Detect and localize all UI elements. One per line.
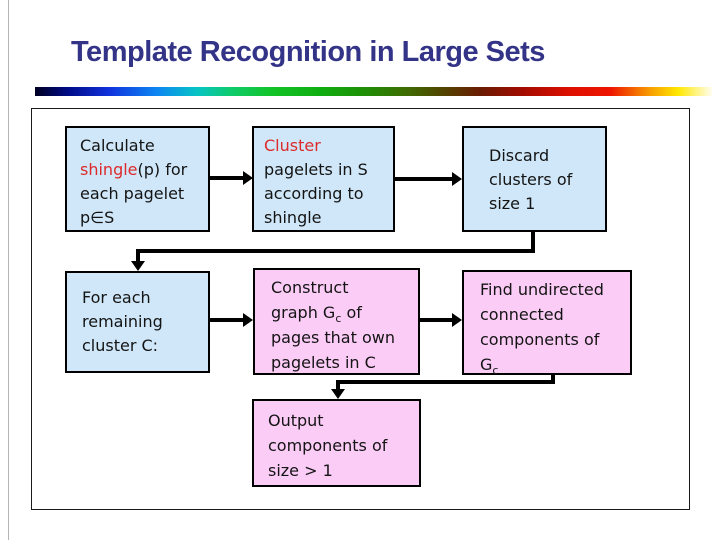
arrow-foreach-to-construct bbox=[210, 313, 253, 327]
subscript: c bbox=[335, 312, 342, 326]
diagram-frame bbox=[31, 108, 690, 510]
box-line: shingle(p) for bbox=[80, 158, 204, 182]
highlighted-word: Cluster bbox=[264, 136, 321, 155]
flow-box-construct-graph: Construct graph Gc of pages that own pag… bbox=[253, 268, 420, 375]
box-line: connected bbox=[480, 305, 564, 324]
box-line: pagelets in S bbox=[264, 160, 368, 179]
box-line: each pagelet bbox=[80, 184, 185, 203]
flow-box-output-components: Output components of size > 1 bbox=[252, 399, 421, 487]
box-line: remaining bbox=[82, 312, 163, 331]
box-line-post: of bbox=[341, 303, 362, 322]
box-line: cluster C: bbox=[82, 336, 159, 355]
flow-box-discard-clusters: Discard clusters of size 1 bbox=[462, 126, 607, 232]
arrow-calculate-to-cluster bbox=[210, 171, 253, 185]
arrow-find-to-output bbox=[331, 375, 555, 399]
box-line: pagelets in C bbox=[271, 353, 376, 372]
box-line-pre: G bbox=[480, 355, 493, 374]
subscript: c bbox=[492, 364, 499, 378]
slide-title: Template Recognition in Large Sets bbox=[71, 36, 545, 68]
box-line: Find undirected bbox=[480, 280, 604, 299]
box-line: components of bbox=[480, 330, 600, 349]
box-line: size 1 bbox=[489, 194, 536, 213]
flow-box-foreach-cluster: For each remaining cluster C: bbox=[65, 271, 210, 373]
box-line: Output bbox=[268, 411, 324, 430]
rainbow-divider-bar bbox=[35, 87, 712, 96]
arrow-cluster-to-discard bbox=[395, 172, 462, 186]
box-line: size > 1 bbox=[268, 461, 333, 480]
box-line: graph Gc of bbox=[271, 300, 416, 325]
box-line: p∈S bbox=[80, 208, 115, 227]
box-line: shingle bbox=[264, 208, 322, 227]
highlighted-word: shingle bbox=[80, 160, 138, 179]
box-line: clusters of bbox=[489, 170, 573, 189]
flow-box-find-components: Find undirected connected components of … bbox=[462, 270, 632, 377]
box-line: components of bbox=[268, 436, 388, 455]
box-line-rest: (p) for bbox=[137, 160, 188, 179]
box-line-pre: graph G bbox=[271, 303, 336, 322]
box-line: Gc bbox=[480, 352, 628, 377]
box-line: pages that own bbox=[271, 328, 395, 347]
box-line: Discard bbox=[489, 146, 550, 165]
box-line: Construct bbox=[271, 278, 349, 297]
flow-box-cluster-pagelets: Cluster pagelets in S according to shing… bbox=[252, 126, 395, 232]
box-line: according to bbox=[264, 184, 364, 203]
box-line: For each bbox=[82, 288, 151, 307]
box-line: Cluster bbox=[264, 134, 391, 158]
flow-box-calculate-shingle: Calculate shingle(p) for each pagelet p∈… bbox=[65, 126, 210, 232]
box-line: Calculate bbox=[80, 136, 155, 155]
slide-edge-line bbox=[8, 0, 9, 540]
arrow-discard-to-foreach bbox=[131, 232, 535, 271]
arrow-construct-to-find bbox=[420, 313, 462, 327]
